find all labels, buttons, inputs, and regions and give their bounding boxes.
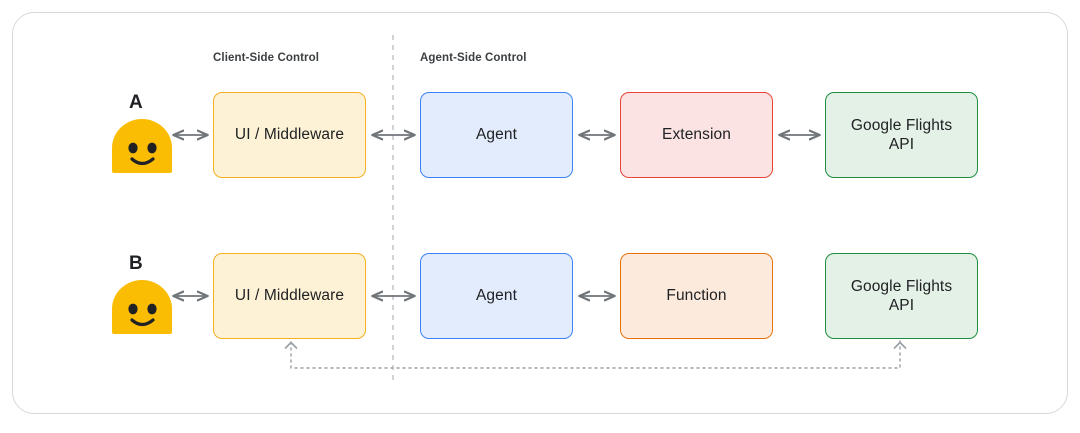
node-label: Extension (662, 126, 731, 144)
node-google-flights-api-a[interactable]: Google Flights API (825, 92, 978, 178)
node-label: Agent (475, 126, 517, 144)
node-agent-a[interactable]: Agent (420, 92, 573, 178)
node-label: UI / Middleware (234, 126, 345, 144)
node-label: Google Flights API (850, 116, 953, 153)
node-agent-b[interactable]: Agent (420, 253, 573, 339)
node-ui-middleware-a[interactable]: UI / Middleware (213, 92, 366, 178)
user-smiley-avatar-b (112, 280, 172, 334)
row-letter-a: A (129, 92, 143, 113)
node-function[interactable]: Function (620, 253, 773, 339)
node-extension[interactable]: Extension (620, 92, 773, 178)
node-label: Google Flights API (850, 277, 953, 314)
section-label-client-side: Client-Side Control (213, 52, 320, 64)
node-label: Agent (475, 287, 517, 305)
row-letter-b: B (129, 253, 143, 274)
section-label-agent-side: Agent-Side Control (420, 52, 527, 64)
node-google-flights-api-b[interactable]: Google Flights API (825, 253, 978, 339)
diagram-card-frame (12, 12, 1068, 414)
user-smiley-avatar-a (112, 119, 172, 173)
node-ui-middleware-b[interactable]: UI / Middleware (213, 253, 366, 339)
node-label: UI / Middleware (234, 287, 345, 305)
node-label: Function (666, 287, 727, 305)
